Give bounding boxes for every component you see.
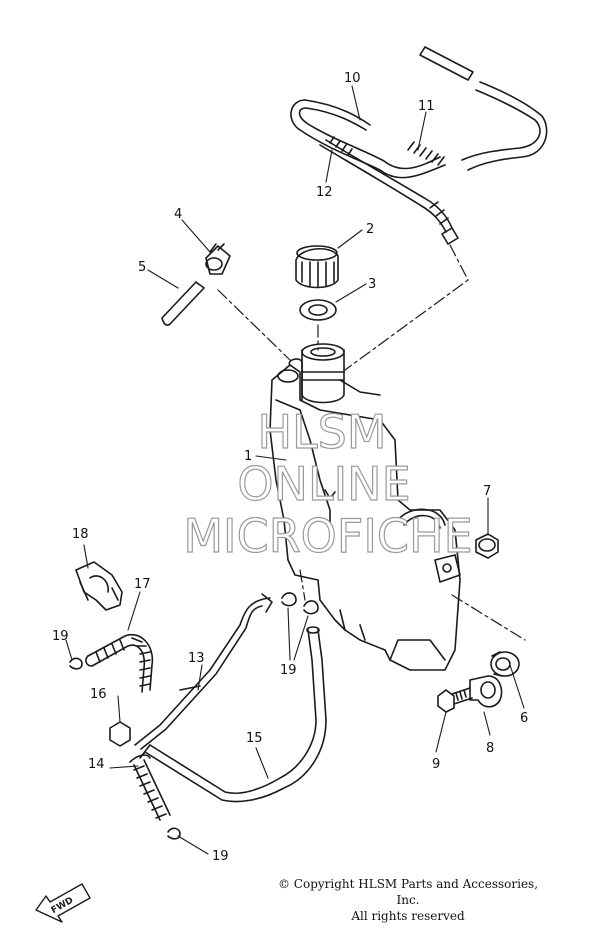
callout-19-b: 19 bbox=[280, 663, 297, 678]
hose-15 bbox=[139, 626, 327, 803]
clamp-8 bbox=[469, 675, 503, 708]
callout-17: 17 bbox=[134, 577, 151, 592]
hose-10 bbox=[290, 46, 548, 179]
watermark-line-2: ONLINE bbox=[237, 457, 410, 511]
callout-8: 8 bbox=[486, 741, 494, 756]
callout-14: 14 bbox=[88, 757, 105, 772]
callout-16: 16 bbox=[90, 687, 107, 702]
copyright-notice: © Copyright HLSM Parts and Accessories, … bbox=[268, 876, 548, 924]
bolt-9 bbox=[437, 687, 473, 713]
callout-11: 11 bbox=[418, 99, 435, 114]
fwd-arrow-icon: FWD bbox=[35, 883, 91, 923]
hose-5 bbox=[161, 281, 205, 326]
callout-15: 15 bbox=[246, 731, 263, 746]
watermark: HLSM ONLINE MICROFICHE bbox=[183, 404, 474, 563]
watermark-line-1: HLSM bbox=[257, 405, 386, 459]
watermark-line-3: MICROFICHE bbox=[183, 509, 472, 563]
callout-7: 7 bbox=[483, 484, 491, 499]
assembly-leaders bbox=[217, 244, 526, 641]
callout-10: 10 bbox=[344, 71, 361, 86]
callout-19-a: 19 bbox=[52, 629, 69, 644]
callout-4: 4 bbox=[174, 207, 182, 222]
callout-3: 3 bbox=[368, 277, 376, 292]
callout-6: 6 bbox=[520, 711, 528, 726]
hose-14 bbox=[129, 754, 171, 821]
callout-5: 5 bbox=[138, 260, 146, 275]
hose-17 bbox=[85, 633, 154, 693]
callout-9: 9 bbox=[432, 757, 440, 772]
copyright-line-2: All rights reserved bbox=[351, 909, 465, 923]
hose-13 bbox=[134, 593, 273, 750]
bolt-7 bbox=[475, 533, 499, 559]
fitting-4 bbox=[205, 243, 231, 275]
coolant-tank-1 bbox=[269, 343, 461, 671]
callout-13: 13 bbox=[188, 651, 205, 666]
hose-clips-19 bbox=[69, 592, 319, 840]
callout-12: 12 bbox=[316, 185, 333, 200]
clip-16 bbox=[109, 721, 131, 747]
callout-labels: 1 2 3 4 5 6 7 8 9 10 11 12 13 14 15 16 1… bbox=[52, 71, 528, 864]
callout-leaders bbox=[65, 85, 525, 855]
callout-19-c: 19 bbox=[212, 849, 229, 864]
holder-18 bbox=[75, 561, 123, 611]
hose-12 bbox=[319, 136, 459, 245]
tank-cap-2 bbox=[295, 245, 339, 289]
callout-2: 2 bbox=[366, 222, 374, 237]
callout-18: 18 bbox=[72, 527, 89, 542]
grommet-6 bbox=[490, 651, 520, 677]
gasket-3 bbox=[299, 299, 337, 321]
callout-1: 1 bbox=[244, 449, 252, 464]
copyright-line-1: © Copyright HLSM Parts and Accessories, … bbox=[277, 877, 539, 907]
